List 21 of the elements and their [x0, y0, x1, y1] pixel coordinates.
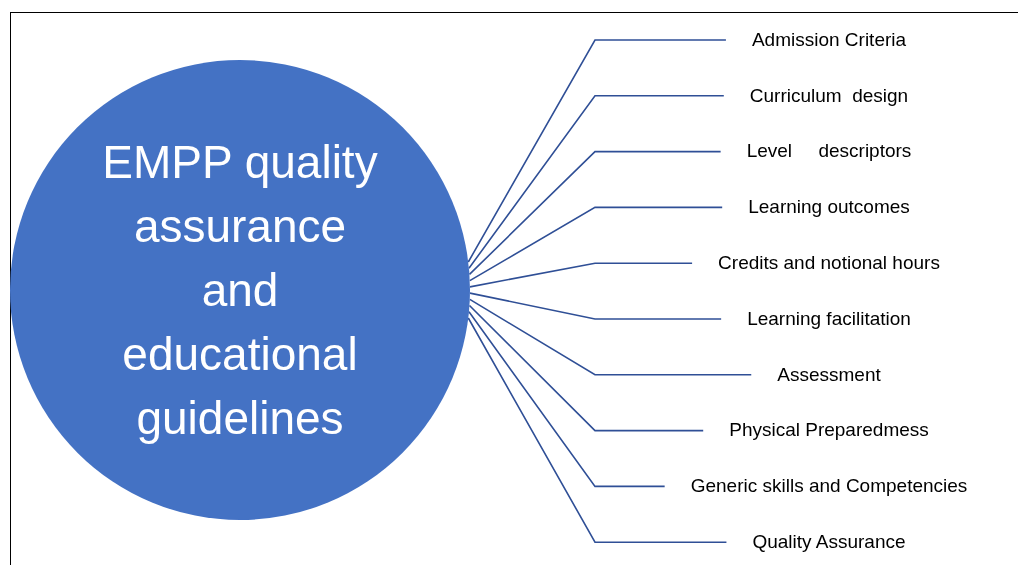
connector-line: [467, 39, 727, 263]
branch-label: Credits and notional hours: [718, 250, 940, 275]
connector-line: [467, 317, 728, 543]
connector-line: [469, 298, 753, 376]
connector-line: [468, 150, 722, 276]
branch-label: Assessment: [777, 362, 881, 387]
connector-line: [468, 310, 666, 488]
branch-label: Admission Criteria: [751, 27, 907, 52]
branch-label: Learning outcomes: [748, 195, 910, 220]
connector-line: [468, 304, 704, 432]
topic-title: EMPP quality assurance and educational guidelines: [101, 135, 379, 446]
branch-label: Learning facilitation: [747, 306, 911, 331]
connector-line: [469, 262, 693, 288]
branch-label: Curriculum design: [749, 83, 909, 108]
connector-line: [469, 206, 723, 282]
connector-line: [468, 95, 725, 270]
branch-label: Level descriptors: [746, 139, 912, 164]
branch-label: Generic skills and Competencies: [690, 474, 968, 499]
connector-line: [469, 292, 722, 320]
branch-label: Quality Assurance: [752, 529, 906, 554]
branch-label: Physical Preparedmess: [729, 418, 929, 443]
